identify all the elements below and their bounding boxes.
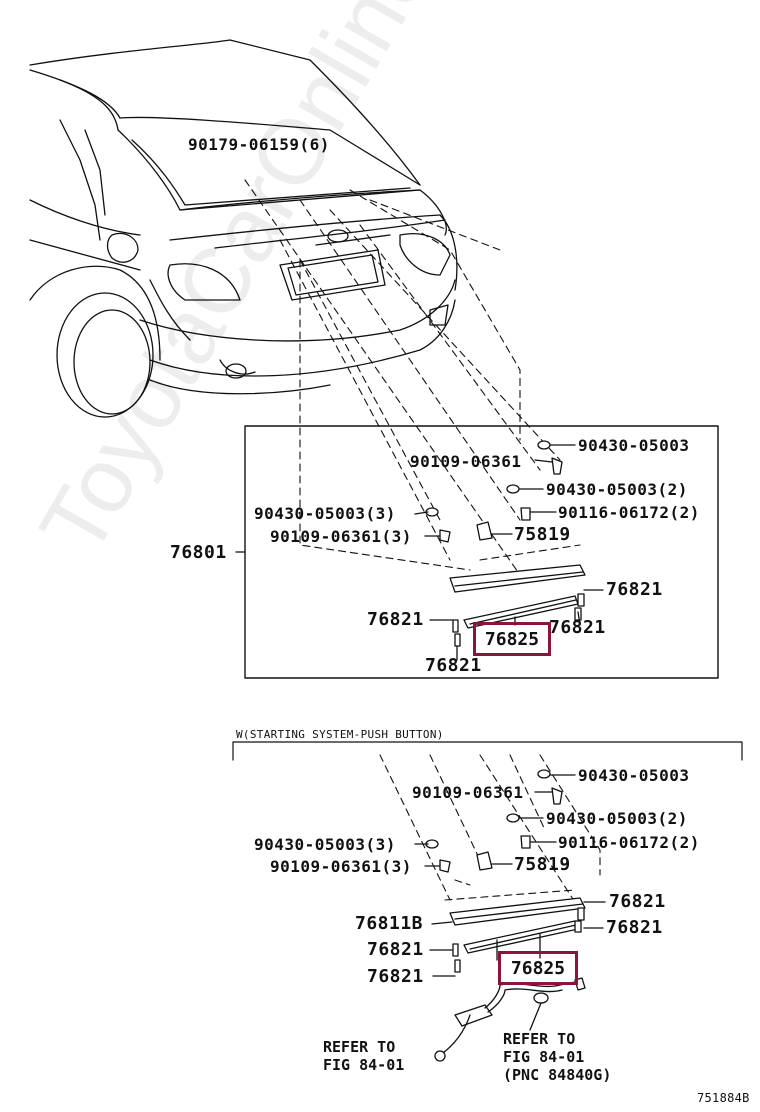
refer-to-right: REFER TO FIG 84-01 (PNC 84840G) xyxy=(503,1030,612,1084)
label-76821-top-right-bottom: 76821 xyxy=(609,891,666,912)
label-76821-left-bottom-section: 76821 xyxy=(367,939,424,960)
label-90430-05003-b: 90430-05003(2) xyxy=(546,480,688,499)
label-90109-06361-b: 90109-06361(3) xyxy=(270,527,412,546)
label-90109-06361-a-bottom: 90109-06361 xyxy=(412,783,524,802)
label-90116-06172-bottom: 90116-06172(2) xyxy=(558,833,700,852)
label-90430-05003-b-bottom: 90430-05003(2) xyxy=(546,809,688,828)
highlight-76825-bottom[interactable]: 76825 xyxy=(498,951,578,985)
highlight-76825-top[interactable]: 76825 xyxy=(473,622,551,656)
section-title: W(STARTING SYSTEM-PUSH BUTTON) xyxy=(236,728,444,741)
figure-id: 751884B xyxy=(697,1091,750,1105)
bottom-section-bracket xyxy=(232,741,743,761)
label-76821-left-lower-bottom-section: 76821 xyxy=(367,966,424,987)
label-76821-right-bottom: 76821 xyxy=(549,617,606,638)
top-garnish xyxy=(449,564,586,629)
label-76821-right: 76821 xyxy=(606,579,663,600)
bottom-leader-lines xyxy=(414,774,606,977)
label-90430-05003-c: 90430-05003(3) xyxy=(254,504,396,523)
bottom-guide-lines xyxy=(379,754,601,911)
bottom-garnish xyxy=(449,897,586,954)
label-76821-left: 76821 xyxy=(367,609,424,630)
bottom-fasteners xyxy=(425,769,585,973)
label-75819-bottom: 75819 xyxy=(514,854,571,875)
label-90430-05003-a: 90430-05003 xyxy=(578,436,690,455)
label-90430-05003-a-bottom: 90430-05003 xyxy=(578,766,690,785)
label-90109-06361-b-bottom: 90109-06361(3) xyxy=(270,857,412,876)
top-fasteners xyxy=(425,440,585,647)
label-75819: 75819 xyxy=(514,524,571,545)
refer-to-left: REFER TO FIG 84-01 xyxy=(323,1038,405,1074)
label-76801: 76801 xyxy=(170,542,227,563)
label-90109-06361-a: 90109-06361 xyxy=(410,452,522,471)
car-rear-illustration xyxy=(29,39,458,418)
label-76821-right-bottom-section: 76821 xyxy=(606,917,663,938)
label-76821-bottom: 76821 xyxy=(425,655,482,676)
top-leader-lines xyxy=(414,444,604,661)
label-90116-06172: 90116-06172(2) xyxy=(558,503,700,522)
label-76811b: 76811B xyxy=(355,913,424,934)
label-90430-05003-c-bottom: 90430-05003(3) xyxy=(254,835,396,854)
label-90179-06159: 90179-06159(6) xyxy=(188,135,330,154)
top-guide-lines xyxy=(244,179,581,576)
switch-harness xyxy=(434,939,586,1062)
